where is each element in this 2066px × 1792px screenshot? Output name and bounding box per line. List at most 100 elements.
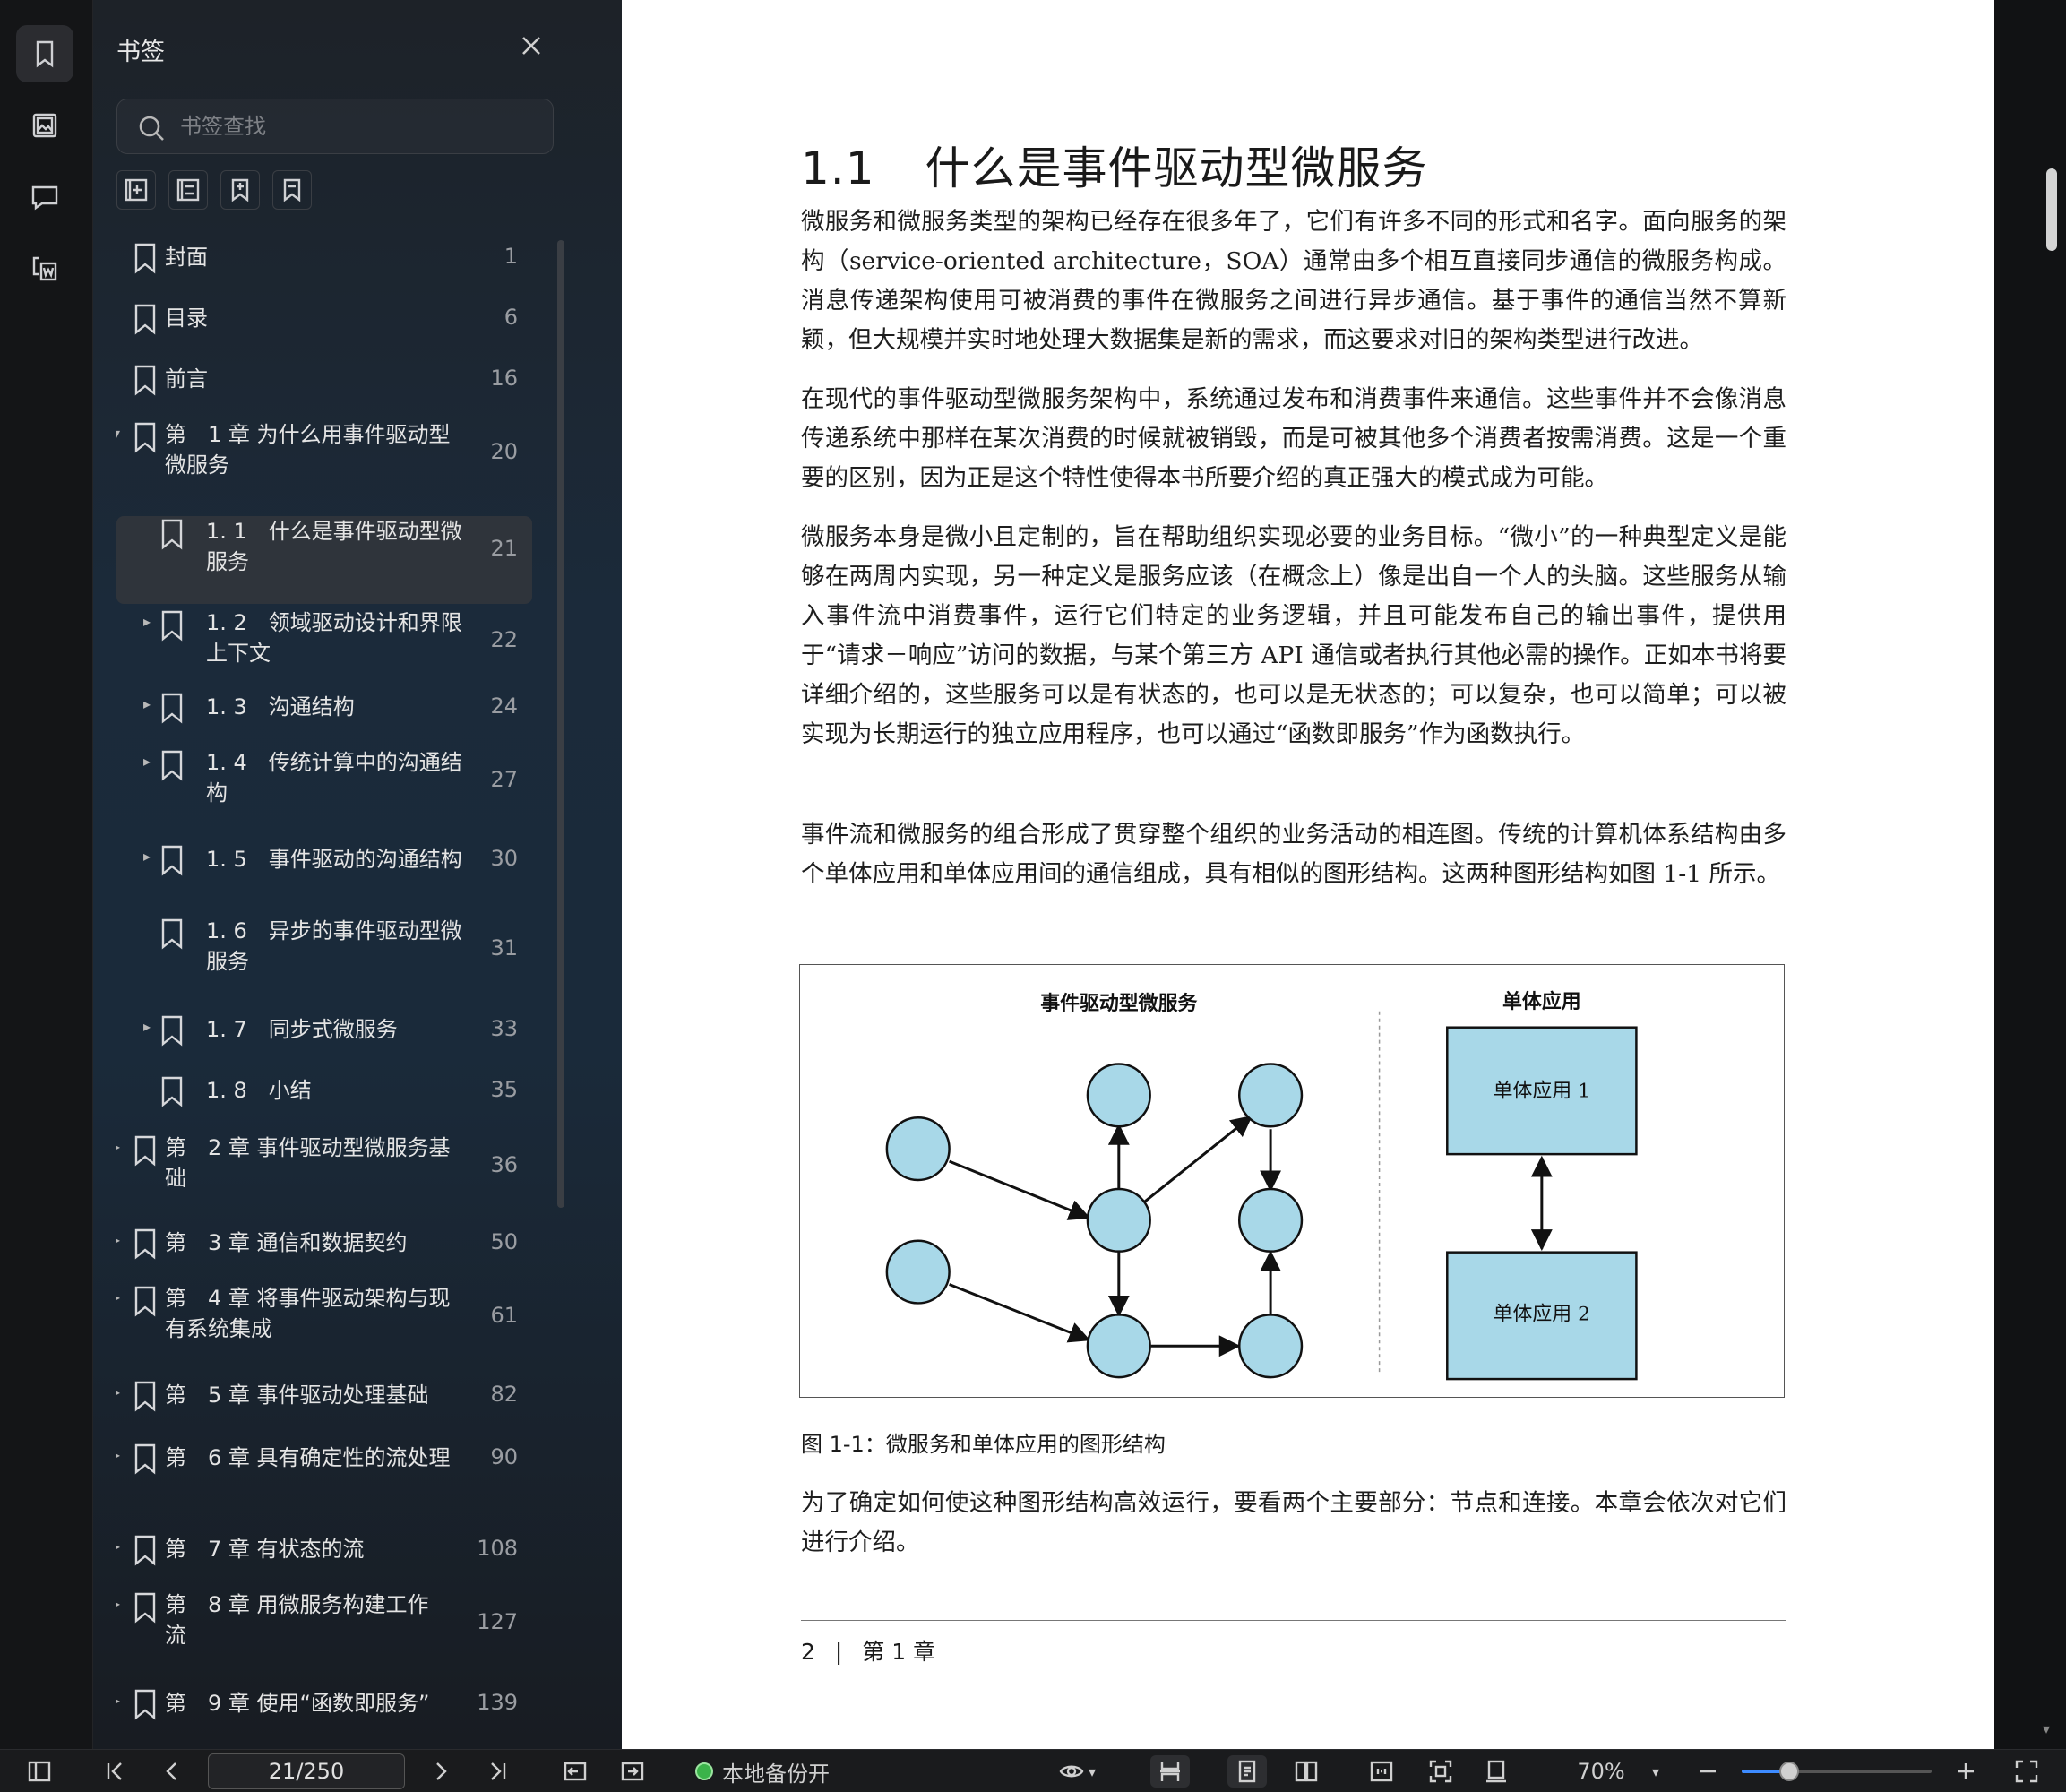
document-scrollbar[interactable] xyxy=(2046,168,2057,251)
next-page-button[interactable] xyxy=(425,1755,457,1788)
eye-icon xyxy=(1059,1765,1084,1778)
collapse-arrow-icon[interactable]: ▾ xyxy=(116,425,121,442)
expand-bookmarks-button[interactable] xyxy=(220,170,260,210)
bookmark-item[interactable]: ▸第 9 章 使用“函数即服务”139 xyxy=(116,1683,532,1749)
zoom-slider-handle[interactable] xyxy=(1779,1762,1799,1781)
fit-page-button[interactable] xyxy=(1421,1755,1460,1788)
paragraph: 事件流和微服务的组合形成了贯穿整个组织的业务活动的相连图。传统的计算机体系结构由… xyxy=(801,821,1786,888)
back-button[interactable] xyxy=(559,1755,591,1788)
expand-arrow-icon[interactable]: ▸ xyxy=(116,1595,121,1612)
scroll-down-arrow[interactable]: ▾ xyxy=(2043,1720,2051,1737)
expand-arrow-icon[interactable]: ▸ xyxy=(116,1446,121,1463)
bookmark-icon xyxy=(133,1380,158,1412)
paragraph: 为了确定如何使这种图形结构高效运行，要看两个主要部分：节点和连接。本章会依次对它… xyxy=(801,1489,1786,1556)
first-page-icon xyxy=(107,1762,122,1780)
first-page-button[interactable] xyxy=(99,1755,131,1788)
previous-page-button[interactable] xyxy=(156,1755,188,1788)
graph-diagram: 事件驱动型微服务 单体应用 xyxy=(885,990,1638,1381)
add-bookmark-icon xyxy=(125,178,148,202)
rotate-page-button[interactable] xyxy=(1476,1755,1516,1788)
eye-mode-dropdown[interactable]: ▾ xyxy=(1052,1755,1102,1788)
add-bookmark-button[interactable] xyxy=(116,170,156,210)
expand-arrow-icon[interactable]: ▸ xyxy=(143,695,151,712)
backup-status-dot xyxy=(695,1762,713,1780)
collapse-bookmarks-button[interactable] xyxy=(272,170,312,210)
expand-arrow-icon[interactable]: ▸ xyxy=(116,1288,121,1305)
page-footer: 2|第 1 章 xyxy=(801,1634,935,1667)
zoom-in-button[interactable] xyxy=(1950,1755,1982,1788)
zoom-level[interactable]: 70% xyxy=(1577,1759,1625,1784)
expand-arrow-icon[interactable]: ▸ xyxy=(116,1692,121,1709)
bookmark-page-number: 24 xyxy=(490,694,518,719)
double-page-button[interactable] xyxy=(1287,1755,1326,1788)
edge xyxy=(949,1283,1091,1343)
bookmarks-tab-button[interactable] xyxy=(16,25,73,82)
bookmark-scrollbar[interactable] xyxy=(557,240,564,1208)
last-page-button[interactable] xyxy=(482,1755,514,1788)
expand-arrow-icon[interactable]: ▸ xyxy=(143,753,151,770)
zoom-dropdown-button[interactable]: ▾ xyxy=(1643,1755,1668,1788)
bookmark-search xyxy=(116,99,554,154)
single-page-button[interactable] xyxy=(1227,1755,1267,1788)
comment-icon xyxy=(31,185,58,211)
expand-arrow-icon[interactable]: ▸ xyxy=(116,1138,121,1155)
zoom-out-button[interactable] xyxy=(1692,1755,1724,1788)
bookmark-page-number: 127 xyxy=(477,1609,518,1634)
fullscreen-button[interactable] xyxy=(2010,1755,2043,1788)
expand-arrow-icon[interactable]: ▸ xyxy=(143,613,151,630)
expand-arrow-icon[interactable]: ▸ xyxy=(116,1538,121,1555)
bookmark-label: 第 6 章 具有确定性的流处理 xyxy=(165,1445,451,1470)
graph-node xyxy=(1086,1187,1151,1253)
continuous-scroll-button[interactable] xyxy=(1150,1755,1190,1788)
plus-icon xyxy=(1958,1763,1974,1779)
expand-arrow-icon[interactable]: ▸ xyxy=(116,1231,121,1248)
expand-arrow-icon[interactable]: ▸ xyxy=(143,848,151,865)
word-convert-tab-button[interactable] xyxy=(16,240,73,297)
bookmark-label: 封面 xyxy=(165,245,208,270)
bookmark-icon xyxy=(36,40,54,68)
thumbnails-tab-button[interactable] xyxy=(16,97,73,154)
add-child-bookmark-button[interactable] xyxy=(168,170,208,210)
bookmark-search-input[interactable] xyxy=(180,108,538,144)
close-panel-button[interactable] xyxy=(518,32,545,59)
local-backup-toggle[interactable]: 本地备份开 xyxy=(695,1755,830,1788)
fullscreen-icon xyxy=(2015,1760,2038,1783)
monolith-2-label: 单体应用 2 xyxy=(1494,1303,1590,1325)
section-number: 1.1 xyxy=(801,142,875,194)
sidebar-icon xyxy=(28,1761,51,1782)
forward-button[interactable] xyxy=(616,1755,649,1788)
graph-node xyxy=(1237,1187,1304,1253)
bookmark-icon xyxy=(133,242,158,274)
fit-width-button[interactable] xyxy=(1362,1755,1401,1788)
toggle-sidebar-button[interactable] xyxy=(22,1755,57,1788)
zoom-slider[interactable] xyxy=(1742,1762,1932,1781)
expand-arrow-icon[interactable]: ▸ xyxy=(143,1018,151,1035)
figure-1-1: 事件驱动型微服务 单体应用 xyxy=(799,964,1785,1398)
child-bookmark-icon xyxy=(176,178,200,202)
page-number-input[interactable] xyxy=(209,1754,404,1788)
comments-tab-button[interactable] xyxy=(16,168,73,226)
expand-arrow-icon[interactable]: ▸ xyxy=(116,1383,121,1400)
left-diagram-title: 事件驱动型微服务 xyxy=(1040,992,1197,1015)
